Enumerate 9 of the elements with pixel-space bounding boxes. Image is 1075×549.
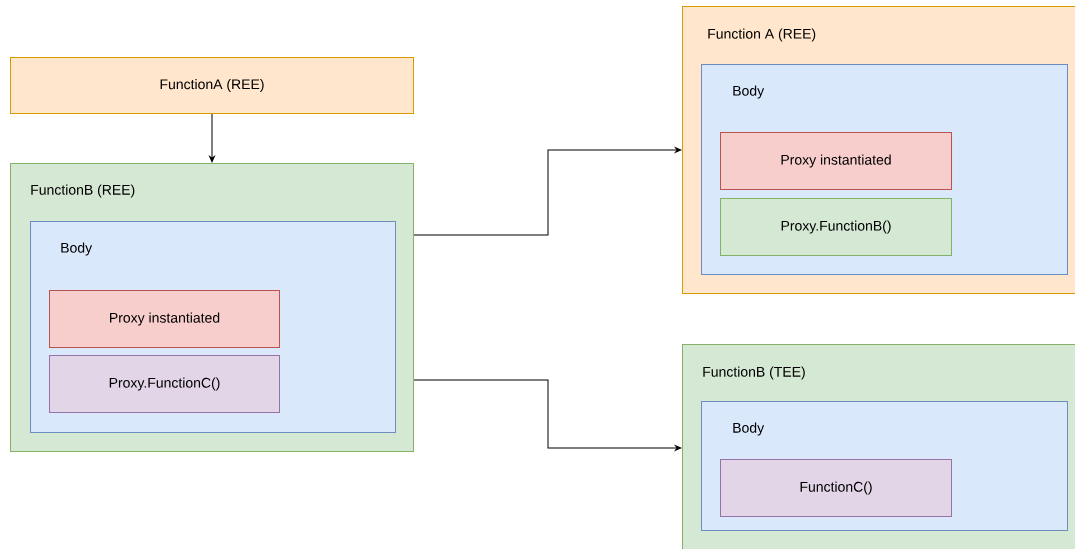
arrow <box>413 147 682 236</box>
process-box: Proxy.FunctionC() <box>49 355 280 413</box>
process-box: FunctionA (REE) <box>10 57 414 114</box>
process-box: Proxy instantiated <box>720 132 952 190</box>
arrow <box>209 113 215 163</box>
process-box: FunctionC() <box>720 459 952 517</box>
arrow <box>413 379 682 451</box>
process-box: Proxy.FunctionB() <box>720 198 952 256</box>
process-box: Proxy instantiated <box>49 290 280 348</box>
